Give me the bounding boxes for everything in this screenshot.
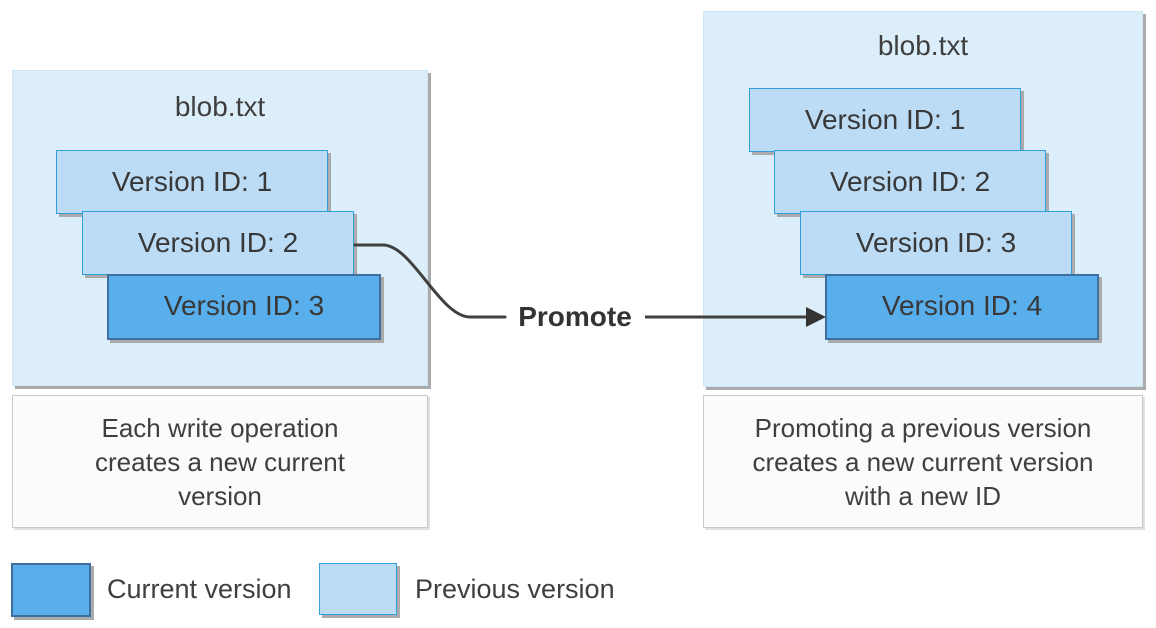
left-version-box-1: Version ID: 1 <box>56 150 328 214</box>
right-blob-panel: blob.txt Version ID: 1 Version ID: 2 Ver… <box>703 11 1143 387</box>
left-caption-box: Each write operation creates a new curre… <box>12 395 428 528</box>
left-version-box-3-current: Version ID: 3 <box>107 274 381 340</box>
left-blob-panel: blob.txt Version ID: 1 Version ID: 2 Ver… <box>12 70 428 386</box>
right-version-box-1: Version ID: 1 <box>749 88 1021 152</box>
left-blob-title: blob.txt <box>174 91 266 122</box>
legend-previous-label: Previous version <box>415 574 615 604</box>
right-version-box-4-current: Version ID: 4 <box>825 274 1099 340</box>
legend-current-swatch <box>11 563 91 617</box>
right-blob-title: blob.txt <box>877 30 969 61</box>
left-version-box-2: Version ID: 2 <box>82 211 354 275</box>
right-version-box-2: Version ID: 2 <box>774 150 1046 214</box>
right-caption-text: Promoting a previous version creates a n… <box>752 412 1094 511</box>
right-version-box-3: Version ID: 3 <box>800 211 1072 275</box>
promote-label: Promote <box>518 301 632 332</box>
legend-previous-swatch <box>319 563 397 615</box>
left-caption-text: Each write operation creates a new curre… <box>94 412 345 511</box>
legend-current-label: Current version <box>107 574 292 604</box>
right-caption-box: Promoting a previous version creates a n… <box>703 395 1143 528</box>
